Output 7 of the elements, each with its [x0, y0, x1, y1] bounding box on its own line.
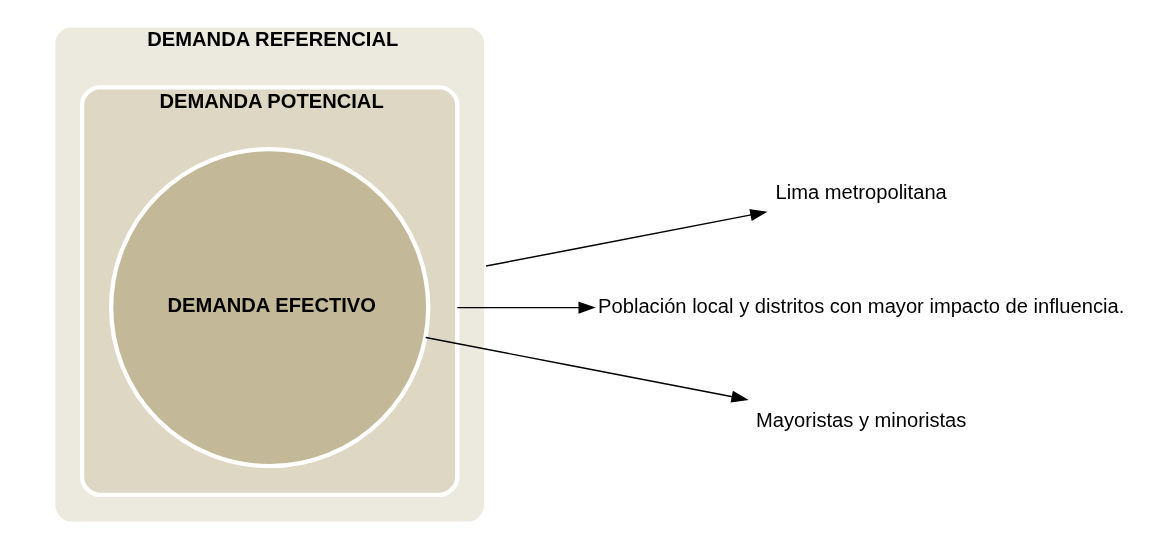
arrow	[485, 209, 768, 267]
node-text: Mayoristas y minoristas	[755, 408, 967, 431]
arrow	[425, 336, 749, 403]
node-text: Lima metropolitana	[775, 181, 947, 204]
node-circle: DEMANDA EFECTIVO	[109, 146, 431, 469]
arrow	[456, 301, 596, 314]
node-text: Población local y distritos con mayor impacto de influencia.	[598, 294, 1125, 317]
